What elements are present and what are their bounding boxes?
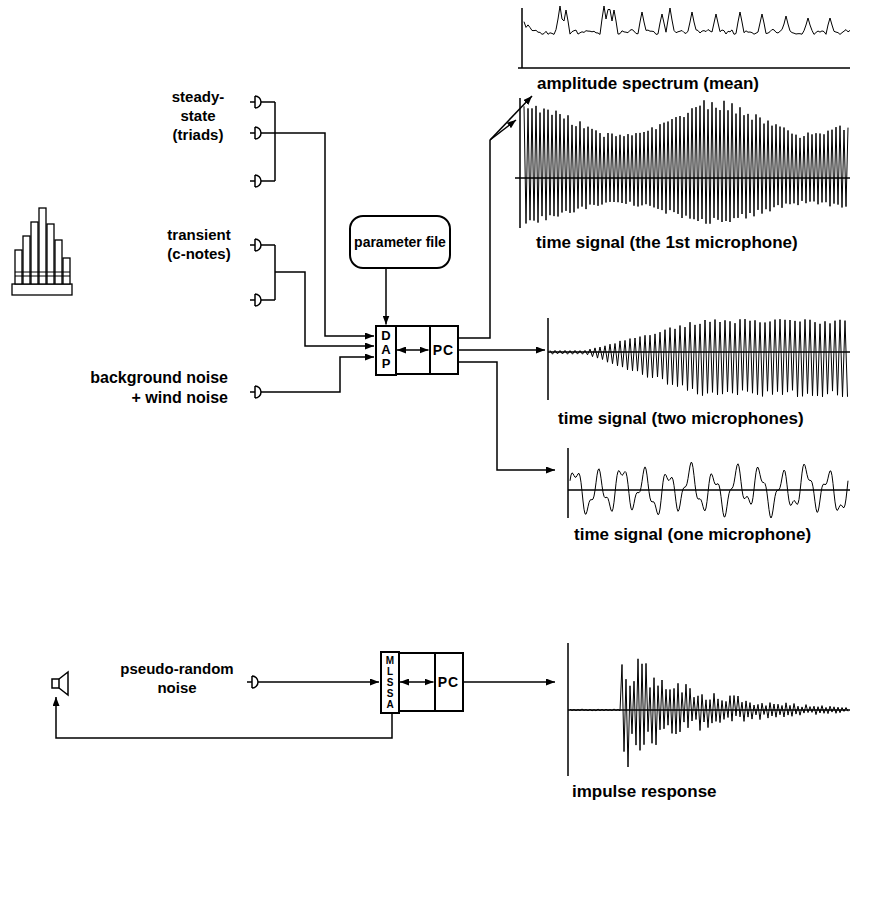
source-label: pseudo-random noise (112, 660, 242, 698)
connector-arrow (400, 681, 434, 683)
connector-arrow (397, 349, 429, 351)
loudspeaker-symbol (52, 672, 68, 695)
middle-compartment (396, 326, 436, 711)
box-text: PC (438, 674, 459, 691)
graph-caption: time signal (two microphones) (558, 408, 804, 429)
mlssa-compartment: MLSSA (380, 651, 400, 714)
output-wires (457, 96, 555, 682)
microphone-symbols (247, 96, 261, 688)
impulse-response-trace (570, 659, 848, 767)
box-text: parameter file (354, 234, 446, 251)
pc-compartment: PC (434, 652, 464, 712)
spectrum-trace (524, 6, 850, 34)
time-signal-trace (550, 319, 848, 397)
dap-compartment: DAP (375, 325, 397, 376)
input-label: steady-state (triads) (166, 88, 230, 144)
input-label: background noise + wind noise (83, 368, 228, 408)
graph-caption: time signal (one microphone) (574, 524, 811, 545)
box-text: DAP (380, 329, 393, 372)
parameter-box: parameter file (349, 215, 451, 269)
organ-icon (12, 208, 72, 295)
graph-caption: impulse response (572, 781, 717, 802)
graph-caption: amplitude spectrum (mean) (537, 73, 759, 94)
box-text: MLSSA (385, 655, 395, 710)
connector-arrow (385, 269, 387, 325)
input-wires (56, 102, 392, 738)
waveform-traces (524, 6, 850, 767)
time-signal-trace (570, 462, 848, 518)
graph-caption: time signal (the 1st microphone) (536, 232, 798, 253)
graph-axes (515, 8, 850, 776)
pc-compartment: PC (429, 325, 459, 375)
box-text: PC (433, 342, 454, 359)
time-signal-trace (524, 100, 848, 223)
input-label: transient (c-notes) (158, 226, 240, 264)
